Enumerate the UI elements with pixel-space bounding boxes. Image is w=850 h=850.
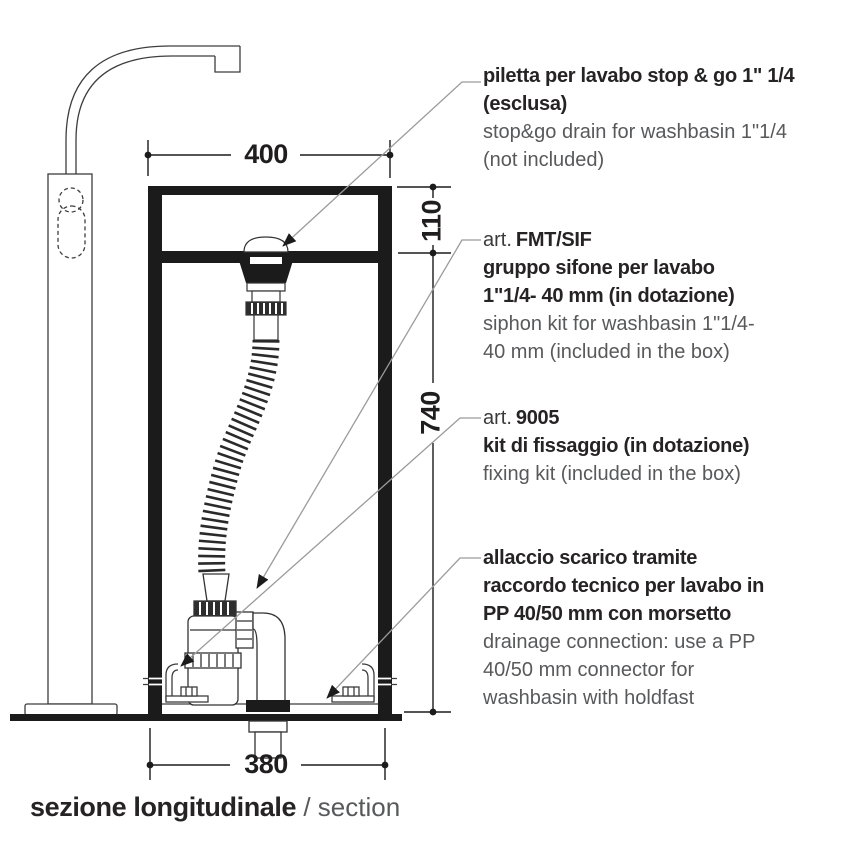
caption-title: sezione longitudinale bbox=[30, 792, 297, 822]
annotation-line: fixing kit (included in the box) bbox=[483, 463, 741, 485]
siphon-trap bbox=[184, 573, 286, 706]
floor-line bbox=[10, 714, 402, 721]
fixing-bracket-left bbox=[143, 663, 209, 703]
leader-lines bbox=[180, 81, 481, 699]
dim-label-top-width: 400 bbox=[244, 139, 288, 169]
dimension-110-740 bbox=[397, 183, 451, 716]
floor-flange bbox=[246, 700, 290, 712]
drain-fitting bbox=[243, 236, 289, 341]
annotation-line: gruppo sifone per lavabo bbox=[483, 257, 715, 279]
leader-drain bbox=[282, 81, 481, 247]
dimension-380 bbox=[146, 728, 389, 780]
annotation-line: drainage connection: use a PP bbox=[483, 631, 756, 653]
spout-tip bbox=[214, 46, 241, 73]
annotation-line: siphon kit for washbasin 1"1/4- bbox=[483, 313, 755, 335]
annotation-line: stop&go drain for washbasin 1"1/4 bbox=[483, 121, 787, 143]
art-code: FMT/SIF bbox=[515, 229, 592, 251]
annotation-siphon-kit: art.FMT/SIF gruppo sifone per lavabo 1"1… bbox=[483, 226, 838, 366]
annotation-drain: piletta per lavabo stop & go 1" 1/4 (esc… bbox=[483, 62, 838, 174]
annotation-fixing-kit: art.9005 kit di fissaggio (in dotazione)… bbox=[483, 404, 838, 488]
dim-label-base-width: 380 bbox=[244, 749, 288, 779]
annotation-line: piletta per lavabo stop & go 1" 1/4 bbox=[483, 65, 795, 87]
annotation-line: washbasin with holdfast bbox=[483, 687, 695, 709]
annotation-line: PP 40/50 mm con morsetto bbox=[483, 603, 732, 625]
annotation-line: allaccio scarico tramite bbox=[483, 547, 698, 569]
leader-fixing-kit bbox=[180, 417, 481, 667]
annotation-line: 1"1/4- 40 mm (in dotazione) bbox=[483, 285, 735, 307]
leader-drainage-connection bbox=[326, 557, 481, 699]
drain-funnel bbox=[236, 251, 296, 283]
dim-label-bowl-depth: 110 bbox=[416, 199, 447, 243]
outlet-elbow bbox=[252, 612, 286, 703]
mixer-detail-capsule bbox=[57, 205, 86, 259]
annotation-drainage-connection: allaccio scarico tramite raccordo tecnic… bbox=[483, 544, 838, 712]
dimension-400 bbox=[144, 140, 394, 178]
annotation-line: kit di fissaggio (in dotazione) bbox=[483, 435, 750, 457]
floor-drain-pipe bbox=[248, 720, 288, 759]
fixing-bracket-right bbox=[331, 663, 397, 703]
art-prefix: art. bbox=[483, 229, 512, 251]
art-code: 9005 bbox=[515, 407, 560, 429]
annotation-line: art.FMT/SIF bbox=[483, 226, 838, 254]
annotation-line: (not included) bbox=[483, 149, 605, 171]
washbasin-outline bbox=[148, 186, 392, 715]
annotation-line: 40/50 mm connector for bbox=[483, 659, 695, 681]
annotation-line: art.9005 bbox=[483, 404, 838, 432]
annotation-line: 40 mm (included in the box) bbox=[483, 341, 730, 363]
hose-end-cone bbox=[202, 573, 230, 602]
mixer-detail-circle bbox=[58, 187, 84, 213]
dim-label-total-height: 740 bbox=[415, 391, 446, 435]
annotation-line: (esclusa) bbox=[483, 93, 568, 115]
caption-subtitle: / section bbox=[296, 792, 401, 822]
annotation-line: raccordo tecnico per lavabo in bbox=[483, 575, 765, 597]
drain-dome-cap bbox=[243, 236, 289, 253]
art-prefix: art. bbox=[483, 407, 512, 429]
faucet-column bbox=[24, 45, 241, 716]
flexible-hose bbox=[198, 339, 280, 575]
caption: sezione longitudinale / section bbox=[30, 792, 400, 823]
leader-siphon-kit bbox=[256, 239, 481, 589]
